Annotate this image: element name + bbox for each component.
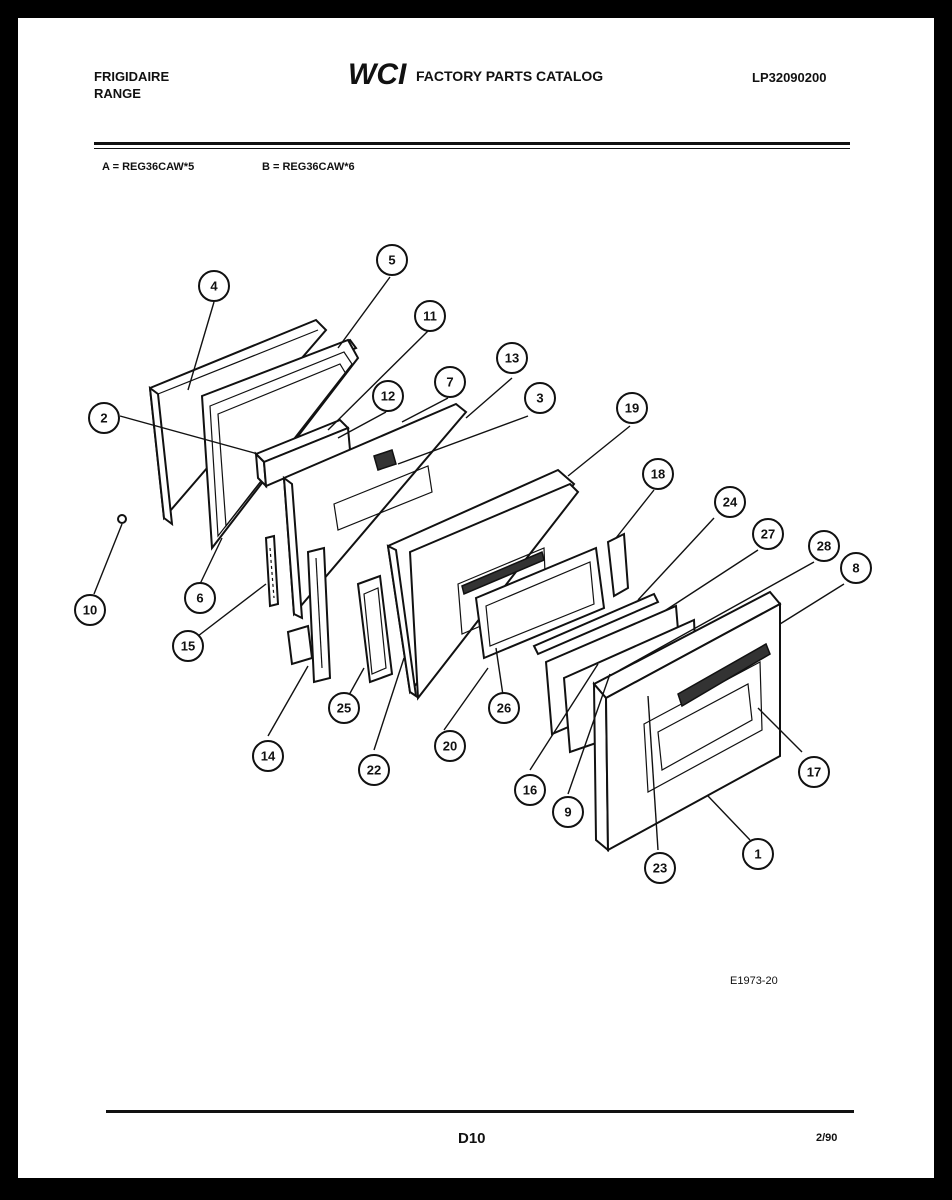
svg-text:7: 7 <box>446 375 453 390</box>
brand-name: FRIGIDAIRE <box>94 69 170 84</box>
svg-text:22: 22 <box>367 763 381 778</box>
svg-text:10: 10 <box>83 603 97 618</box>
part-number: LP32090200 <box>752 70 827 85</box>
callout-10: 10 <box>74 594 106 626</box>
brand-block: FRIGIDAIRE RANGE <box>94 68 169 102</box>
svg-text:28: 28 <box>817 539 831 554</box>
callout-12: 12 <box>372 380 404 412</box>
svg-text:5: 5 <box>388 253 395 268</box>
callout-28: 28 <box>808 530 840 562</box>
model-b-label: B = REG36CAW*6 <box>262 161 355 173</box>
svg-text:26: 26 <box>497 701 511 716</box>
part-inner-liner <box>282 402 468 620</box>
catalog-page: FRIGIDAIRE RANGE WCI FACTORY PARTS CATAL… <box>18 18 934 1178</box>
model-a-label: A = REG36CAW*5 <box>102 161 195 173</box>
callout-20: 20 <box>434 730 466 762</box>
callout-14: 14 <box>252 740 284 772</box>
svg-text:11: 11 <box>423 309 437 324</box>
part-window-frame <box>474 546 606 660</box>
callout-22: 22 <box>358 754 390 786</box>
svg-text:8: 8 <box>852 561 859 576</box>
callout-27: 27 <box>752 518 784 550</box>
part-clip <box>606 532 630 598</box>
part-screw <box>117 514 127 524</box>
callout-13: 13 <box>496 342 528 374</box>
callout-7: 7 <box>434 366 466 398</box>
callout-9: 9 <box>552 796 584 828</box>
wci-logo: WCI <box>348 58 407 90</box>
part-insulation-bar <box>356 574 394 684</box>
callout-2: 2 <box>88 402 120 434</box>
callout-19: 19 <box>616 392 648 424</box>
header-rule <box>94 142 850 145</box>
svg-text:15: 15 <box>181 639 195 654</box>
callout-6: 6 <box>184 582 216 614</box>
svg-text:24: 24 <box>723 495 738 510</box>
page-code: D10 <box>458 1130 486 1147</box>
callout-23: 23 <box>644 852 676 884</box>
callout-18: 18 <box>642 458 674 490</box>
callout-16: 16 <box>514 774 546 806</box>
callout-24: 24 <box>714 486 746 518</box>
part-outer-door <box>592 590 782 853</box>
figure-code: E1973-20 <box>730 975 778 987</box>
leader-lines <box>93 276 845 851</box>
date-code: 2/90 <box>816 1132 838 1144</box>
svg-text:25: 25 <box>337 701 351 716</box>
svg-text:27: 27 <box>761 527 775 542</box>
part-seal-strip <box>264 534 280 608</box>
callout-1: 1 <box>742 838 774 870</box>
callout-15: 15 <box>172 630 204 662</box>
svg-text:17: 17 <box>807 765 821 780</box>
svg-text:14: 14 <box>261 749 276 764</box>
callout-26: 26 <box>488 692 520 724</box>
footer-rule <box>106 1110 854 1113</box>
svg-text:1: 1 <box>754 847 761 862</box>
svg-text:19: 19 <box>625 401 639 416</box>
svg-text:9: 9 <box>564 805 571 820</box>
callout-17: 17 <box>798 756 830 788</box>
svg-text:13: 13 <box>505 351 519 366</box>
svg-text:20: 20 <box>443 739 457 754</box>
product-type: RANGE <box>94 86 141 101</box>
exploded-door-diagram: 1 2 3 4 5 6 7 8 9 10 11 12 13 14 15 16 1… <box>74 244 872 884</box>
part-insulation-block <box>254 418 352 489</box>
svg-text:3: 3 <box>536 391 543 406</box>
callout-11: 11 <box>414 300 446 332</box>
logo-text: WCI <box>348 58 407 90</box>
callout-4: 4 <box>198 270 230 302</box>
svg-text:2: 2 <box>100 411 107 426</box>
svg-text:23: 23 <box>653 861 667 876</box>
catalog-title: FACTORY PARTS CATALOG <box>416 68 604 84</box>
callout-3: 3 <box>524 382 556 414</box>
svg-text:16: 16 <box>523 783 537 798</box>
header-rule-thin <box>94 148 850 149</box>
callout-5: 5 <box>376 244 408 276</box>
callout-8: 8 <box>840 552 872 584</box>
svg-text:4: 4 <box>210 279 218 294</box>
part-hinge <box>286 546 332 684</box>
svg-text:6: 6 <box>196 591 203 606</box>
callout-25: 25 <box>328 692 360 724</box>
svg-text:18: 18 <box>651 467 665 482</box>
svg-text:12: 12 <box>381 389 395 404</box>
